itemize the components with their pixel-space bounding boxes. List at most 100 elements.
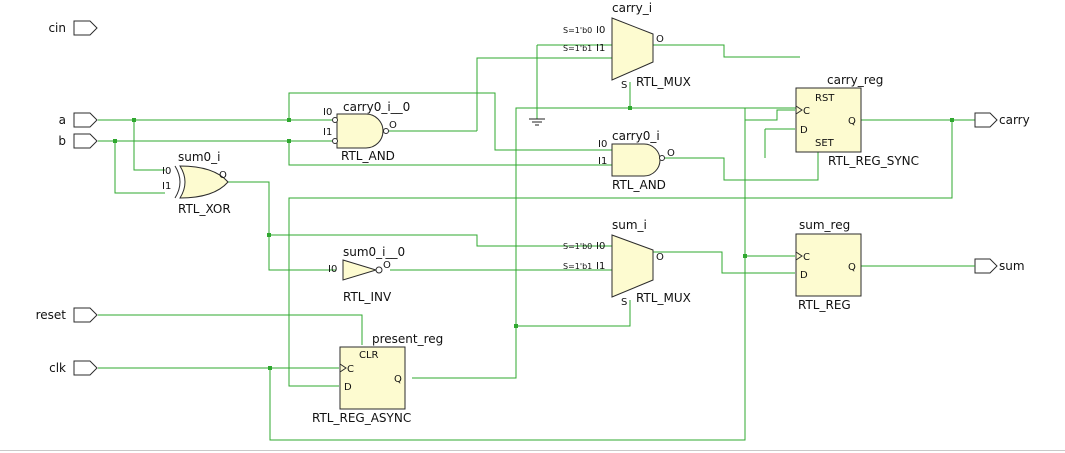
svg-text:CLR: CLR [359,350,379,361]
svg-text:O: O [667,148,675,159]
clock-edge-icon [795,105,803,115]
nets [98,44,975,441]
junction-dot [113,139,117,143]
svg-text:I0: I0 [323,107,332,118]
cell-type-name: RTL_AND [612,178,666,192]
cell-instance-name: sum_i [612,218,647,232]
cell-instance-name: sum0_i [178,150,221,164]
net-gnd[interactable] [536,44,612,119]
xor-gate-sum0-i[interactable]: sum0_i I0 I1 O RTL_XOR [162,150,231,216]
canvas-bottom-border [0,450,1065,451]
port-sum[interactable]: sum [861,258,1025,274]
svg-text:I1: I1 [323,127,332,138]
net-select-to-rst[interactable] [630,95,820,109]
svg-text:I0: I0 [162,166,171,177]
register-present-reg[interactable]: present_reg CLR C D Q RTL_REG_ASYNC [312,332,443,425]
register-body [339,346,406,410]
cell-type-name: RTL_XOR [178,202,231,216]
svg-text:O: O [383,260,391,271]
net-and1-out[interactable] [663,150,819,181]
xor-input-arc [174,165,181,199]
junction-dot [743,254,747,258]
cell-type-name: RTL_INV [343,290,392,304]
junction-dot [950,118,954,122]
register-body [795,233,862,297]
net-reset[interactable] [98,314,363,345]
svg-text:I1: I1 [162,181,171,192]
svg-text:C: C [347,364,354,375]
junction-dot [287,139,291,143]
port-a[interactable]: a [59,112,98,128]
inverter-body [342,259,378,281]
junction-dot [287,118,291,122]
mux-carry-i[interactable]: carry_i S=1'b0 I0 S=1'b1 I1 O S RTL_MUX [563,1,691,91]
svg-text:C: C [803,252,810,263]
output-port-icon [974,258,998,274]
net-junctions [113,106,954,370]
port-a-label: a [59,113,66,127]
and-body [611,143,661,177]
cell-instance-name: sum0_i__0 [343,245,405,259]
port-b[interactable]: b [58,133,98,149]
svg-text:O: O [219,170,227,181]
inversion-bubble [659,155,665,161]
inversion-bubble [332,117,338,123]
svg-text:SET: SET [815,138,835,149]
net-present-q[interactable] [412,82,631,379]
svg-text:O: O [389,120,397,131]
svg-text:Q: Q [848,116,856,127]
port-carry-label: carry [999,113,1030,127]
register-sum-reg[interactable]: sum_reg C D Q RTL_REG [795,218,862,312]
port-carry[interactable]: carry [974,112,1030,128]
register-carry-reg[interactable]: carry_reg RST C D SET Q RTL_REG_SYNC [795,73,919,168]
register-body [795,87,862,153]
cell-instance-name: carry_reg [827,73,883,87]
svg-text:I0: I0 [596,25,605,36]
svg-text:C: C [803,106,810,117]
inversion-bubble [332,138,338,144]
input-port-icon [73,133,98,149]
junction-dot [514,324,518,328]
cell-instance-name: carry_i [612,1,652,15]
port-clk[interactable]: clk [49,360,98,376]
net-a[interactable] [98,92,612,171]
svg-text:I1: I1 [598,156,607,167]
cell-type-name: RTL_REG_SYNC [828,154,919,168]
junction-dot [268,366,272,370]
net-xor-out[interactable] [228,181,612,271]
port-b-label: b [58,134,66,148]
cell-type-name: RTL_REG_ASYNC [312,411,411,425]
ground-icon [529,118,545,126]
svg-text:S=1'b1: S=1'b1 [563,262,592,271]
net-clk[interactable] [98,107,795,441]
svg-text:I0: I0 [328,264,337,275]
port-reset-label: reset [36,308,67,322]
svg-text:D: D [800,125,808,136]
port-cin[interactable]: cin [48,20,98,36]
svg-text:Q: Q [394,374,402,385]
net-carry[interactable] [288,57,975,387]
svg-text:S: S [621,80,627,91]
clock-edge-icon [795,251,803,261]
mux-sum-i[interactable]: sum_i S=1'b0 I0 S=1'b1 I1 O S RTL_MUX [563,218,691,308]
and-gate-carry0-i-0[interactable]: carry0_i__0 I0 I1 O RTL_AND [323,100,410,163]
xor-body [179,165,229,199]
clock-edge-icon [339,363,347,373]
inverter-sum0-i-0[interactable]: sum0_i__0 I0 O RTL_INV [328,245,405,304]
cell-instance-name: sum_reg [799,218,850,232]
port-reset[interactable]: reset [36,307,98,323]
cell-instance-name: carry0_i__0 [343,100,410,114]
svg-text:S=1'b1: S=1'b1 [563,44,592,53]
net-carry-mux-out[interactable] [653,44,800,58]
and-gate-carry0-i[interactable]: carry0_i I0 I1 O RTL_AND [598,129,675,192]
svg-text:Q: Q [848,262,856,273]
svg-text:I1: I1 [596,261,605,272]
and-body [336,113,384,149]
inversion-bubble [375,266,383,274]
net-sum-mux-out[interactable] [653,251,795,274]
svg-text:D: D [800,270,808,281]
port-clk-label: clk [49,361,66,375]
net-b[interactable] [98,140,612,194]
junction-dot [132,118,136,122]
cell-type-name: RTL_MUX [636,75,691,89]
